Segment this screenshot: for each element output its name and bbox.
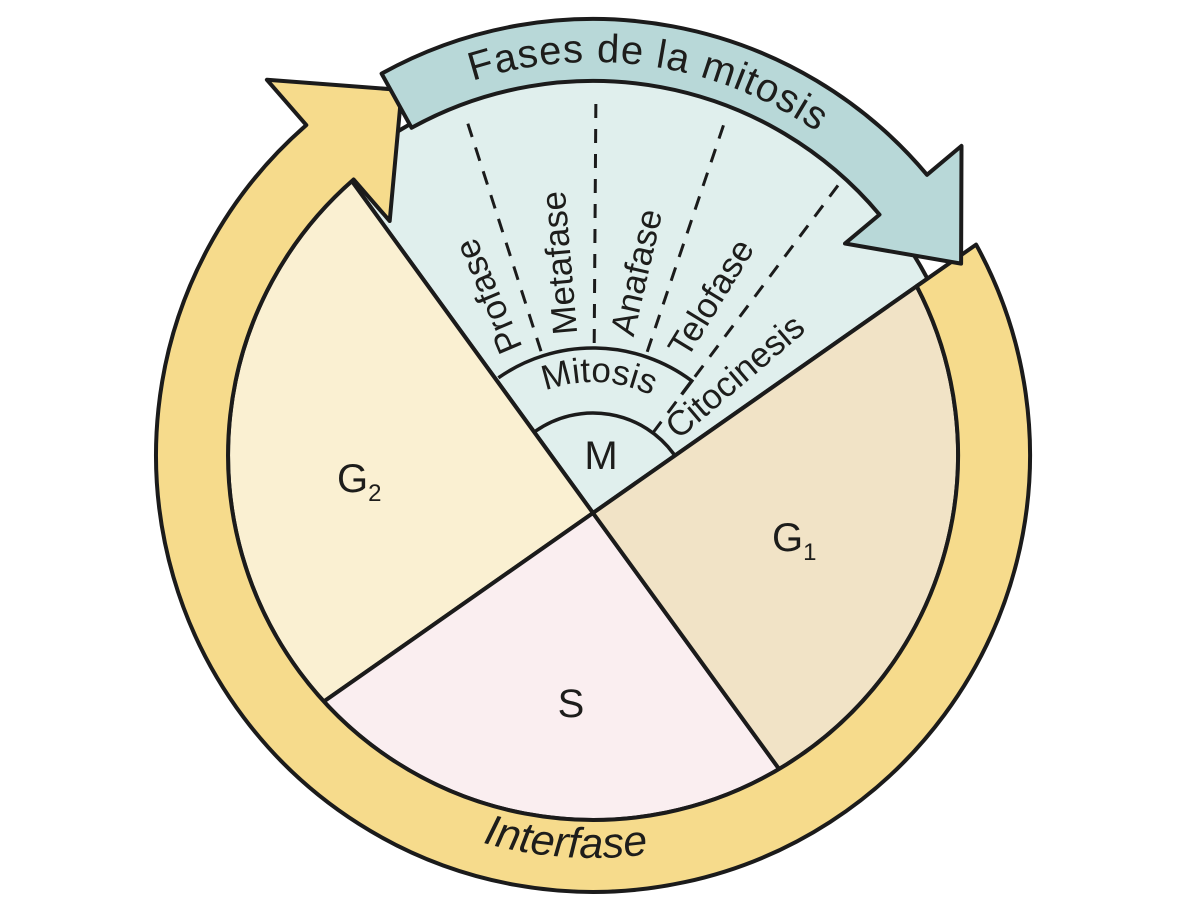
- label-g1-phase: G1: [772, 516, 816, 566]
- label-g2-phase: G2: [337, 457, 381, 507]
- mitosis-outer-arc: [497, 346, 695, 396]
- g1-base: G: [772, 516, 803, 560]
- label-s-phase: S: [558, 682, 585, 726]
- m-inner-arc: [534, 411, 676, 456]
- separator-telofase-citocinesis: [693, 179, 843, 378]
- label-m-phase: M: [584, 434, 617, 478]
- separator-metafase-anafase: [592, 97, 598, 344]
- separator-anafase-telofase: [645, 119, 727, 353]
- g2-base: G: [337, 457, 368, 501]
- g2-subscript: 2: [368, 480, 381, 507]
- separator-profase-metafase: [464, 117, 543, 352]
- interfase-ring-arrow: [154, 77, 1032, 894]
- mitosis-banner-arrow: [379, 16, 964, 266]
- g1-subscript: 1: [803, 539, 816, 566]
